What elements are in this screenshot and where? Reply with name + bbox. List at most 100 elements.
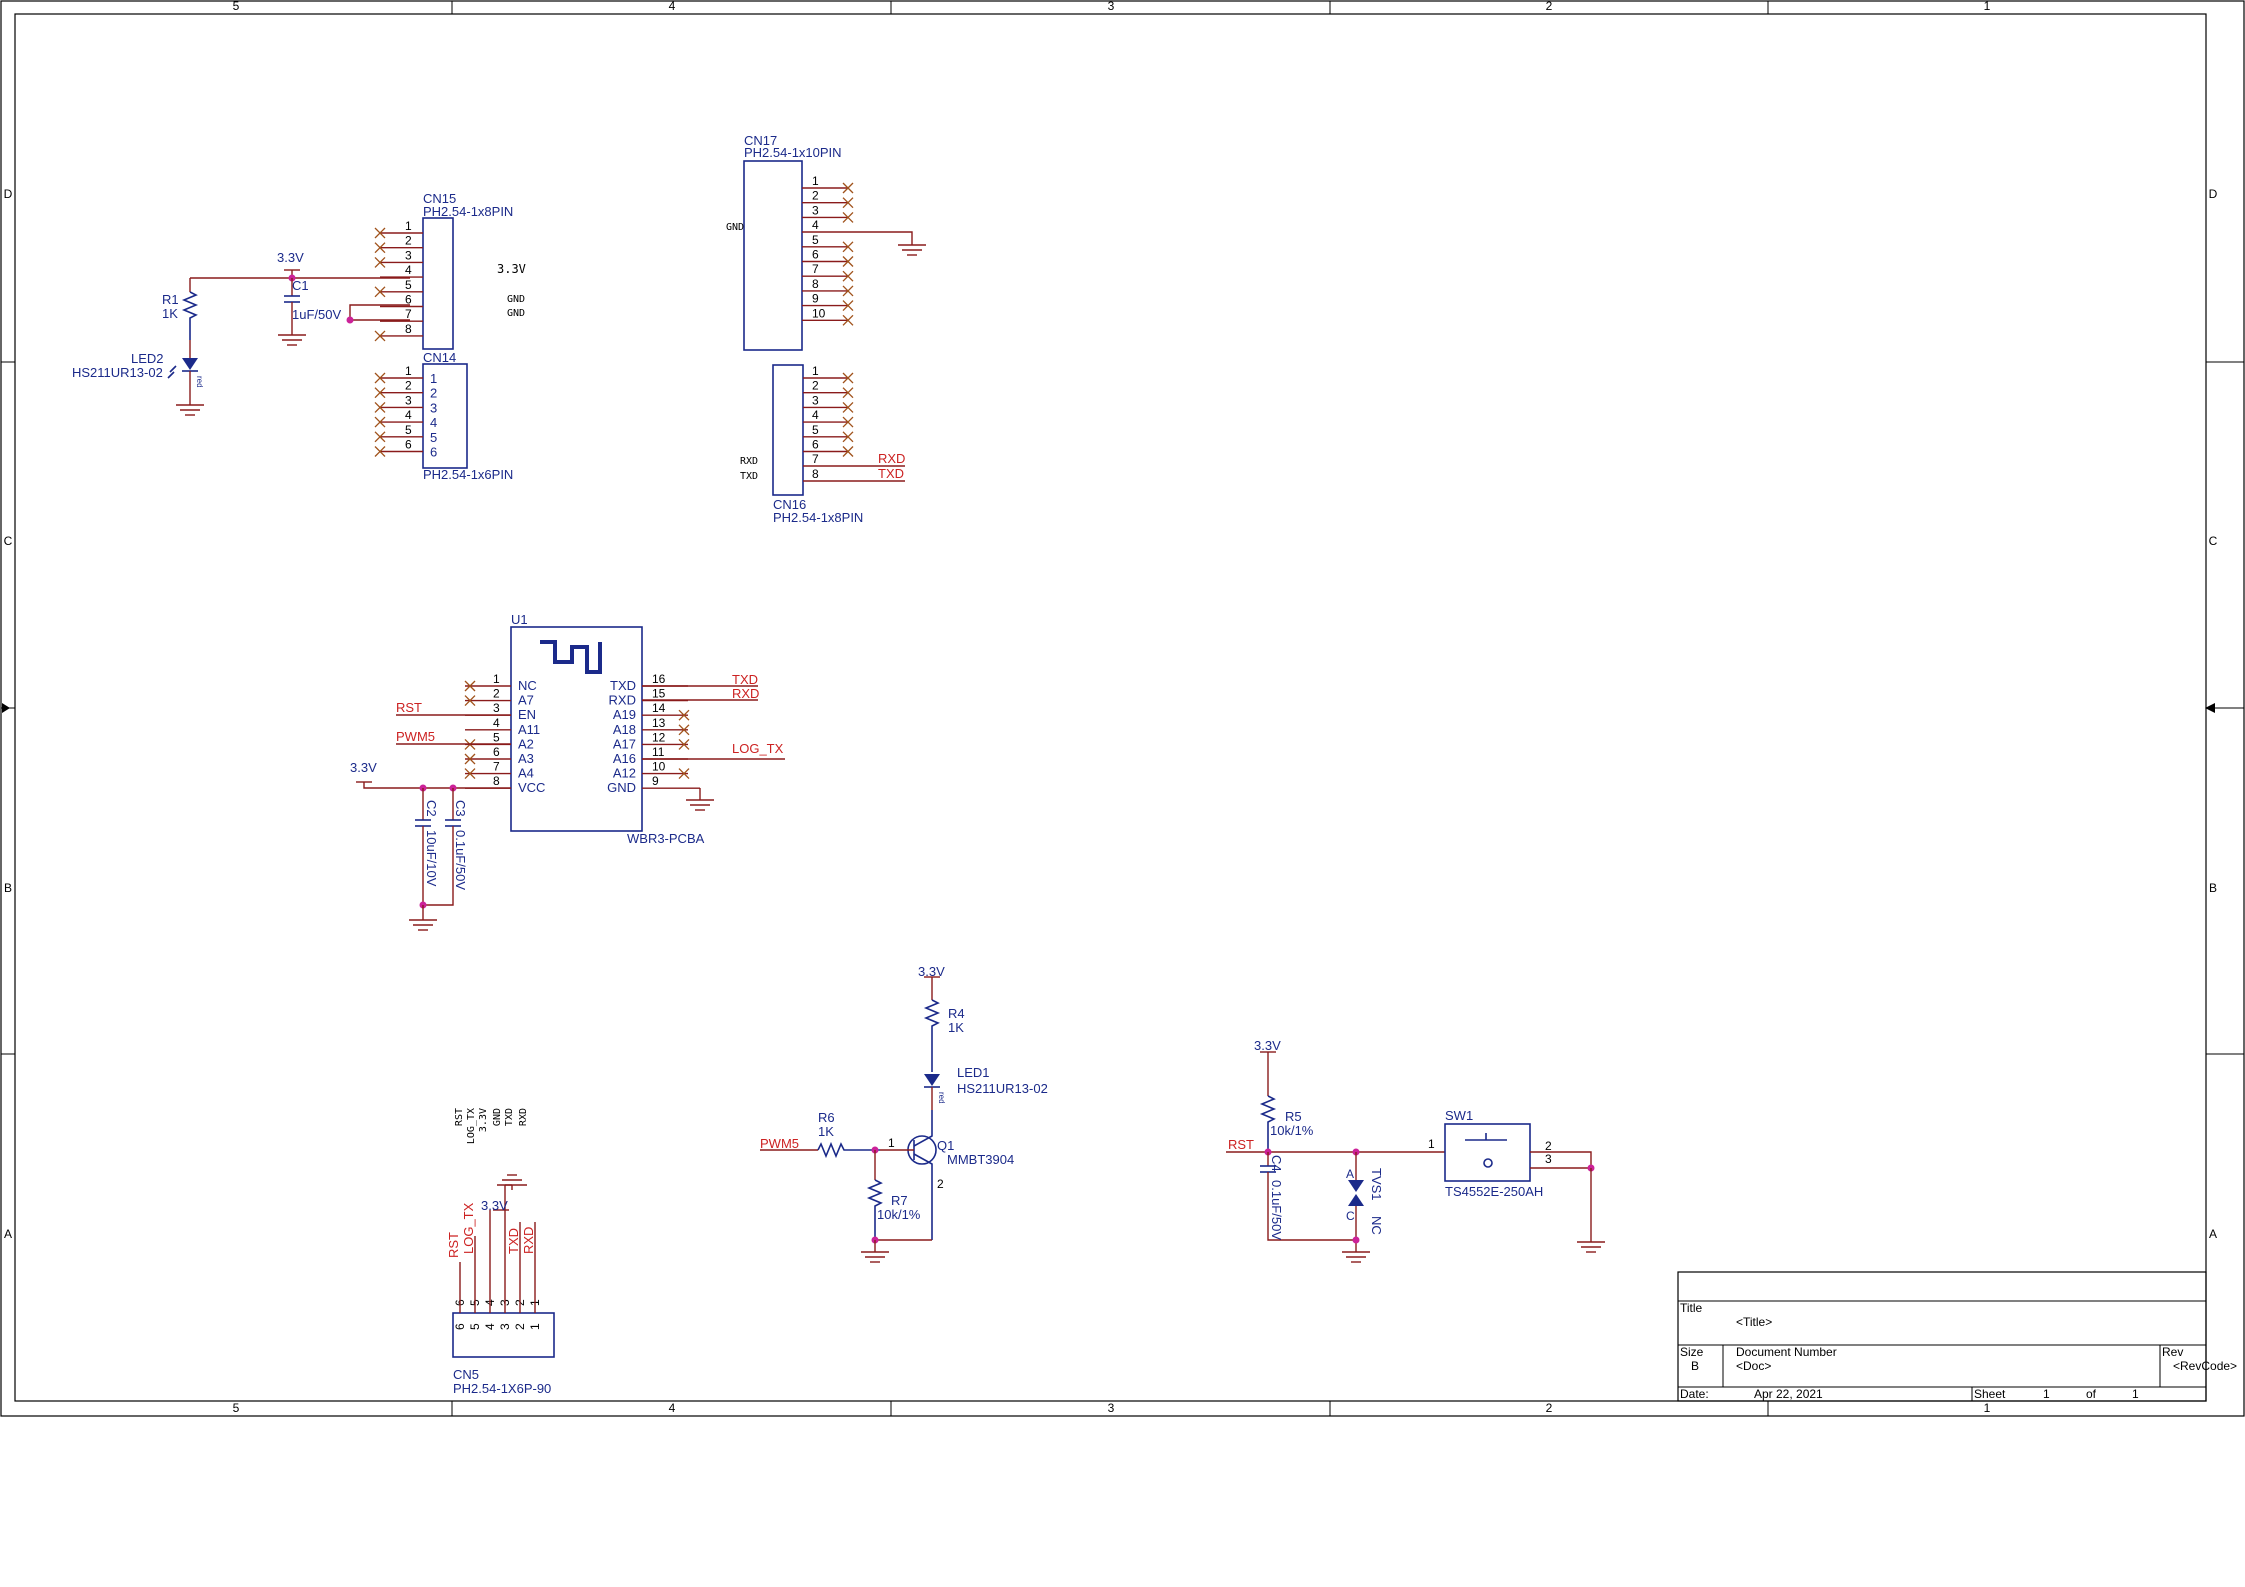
no-connect-marker bbox=[842, 197, 854, 209]
pin-number: 7 bbox=[493, 760, 500, 774]
sw1-pin: 3 bbox=[1545, 1152, 1552, 1166]
pin-number: 8 bbox=[812, 467, 819, 481]
r7-value: 10k/1% bbox=[877, 1207, 921, 1222]
pin-number: 7 bbox=[812, 262, 819, 276]
no-connect-marker bbox=[464, 680, 476, 692]
pin-number: 5 bbox=[405, 278, 412, 292]
pin-label: RXD bbox=[609, 693, 636, 708]
led1-driver-circuit: 3.3V R4 1K red LED1 HS211UR13-02 Q1 MMBT… bbox=[760, 964, 1048, 1263]
docnum-value: <Doc> bbox=[1736, 1359, 1771, 1373]
pin-label: A18 bbox=[613, 722, 636, 737]
pin-number: 4 bbox=[405, 408, 412, 422]
pin-number: 11 bbox=[652, 745, 665, 759]
pin-number: 7 bbox=[812, 452, 819, 466]
cn15-ref: CN15 bbox=[423, 191, 456, 206]
pin-number: 2 bbox=[405, 379, 412, 393]
frame-col-label: 4 bbox=[669, 1401, 676, 1415]
cn17-ref: CN17 bbox=[744, 133, 777, 148]
no-connect-marker bbox=[842, 300, 854, 312]
pin-label: A4 bbox=[518, 766, 534, 781]
no-connect-marker bbox=[374, 227, 386, 239]
ground-symbol bbox=[497, 1174, 527, 1186]
of-label: of bbox=[2086, 1387, 2097, 1401]
pin-label: NC bbox=[518, 678, 537, 693]
cn5-side-label: LOG_TX bbox=[466, 1108, 477, 1144]
pin-label: VCC bbox=[518, 780, 545, 795]
date-value: Apr 22, 2021 bbox=[1754, 1387, 1823, 1401]
r1-value: 1K bbox=[162, 306, 178, 321]
date-label: Date: bbox=[1680, 1387, 1709, 1401]
cn5-side-label: RXD bbox=[518, 1108, 529, 1126]
no-connect-marker bbox=[374, 387, 386, 399]
pin-number: 3 bbox=[812, 393, 819, 407]
pin-number: 4 bbox=[405, 263, 412, 277]
no-connect-marker bbox=[374, 431, 386, 443]
cn16-ref: CN16 bbox=[773, 497, 806, 512]
pin-number: 2 bbox=[405, 234, 412, 248]
pin-number: 9 bbox=[812, 292, 819, 306]
ground-symbol bbox=[1342, 1251, 1370, 1263]
sw1-pin: 1 bbox=[1428, 1137, 1435, 1151]
pin-number: 15 bbox=[652, 687, 666, 701]
net-rxd-label: RXD bbox=[732, 686, 759, 701]
ground-symbol bbox=[278, 334, 306, 346]
pin-label: A2 bbox=[518, 736, 534, 751]
pin-number: 3 bbox=[405, 248, 412, 262]
pin-number: 14 bbox=[652, 701, 666, 715]
pin-label: A7 bbox=[518, 693, 534, 708]
frame-col-label: 3 bbox=[1108, 1401, 1115, 1415]
net-3v3-label: 3.3V bbox=[481, 1198, 508, 1213]
cn15-side-label: GND bbox=[507, 294, 525, 305]
sheet-total: 1 bbox=[2132, 1387, 2139, 1401]
pin-number: 5 bbox=[493, 730, 500, 744]
sheet-label: Sheet bbox=[1974, 1387, 2006, 1401]
c4-value: 0.1uF/50V bbox=[1269, 1180, 1284, 1240]
sw1-pin: 2 bbox=[1545, 1139, 1552, 1153]
cn17-value: PH2.54-1x10PIN bbox=[744, 145, 842, 160]
no-connect-marker bbox=[464, 695, 476, 707]
pin-number: 1 bbox=[405, 364, 412, 378]
reset-circuit: 3.3V R5 10k/1% RST C4 0.1uF/50V A C TVS1… bbox=[1226, 1038, 1605, 1263]
sw1-value: TS4552E-250AH bbox=[1445, 1184, 1543, 1199]
net-rst-label: RST bbox=[396, 700, 422, 715]
cn5-side-label: RST bbox=[454, 1108, 465, 1126]
title-value: <Title> bbox=[1736, 1315, 1772, 1329]
no-connect-marker bbox=[374, 401, 386, 413]
cn5-ref: CN5 bbox=[453, 1367, 479, 1382]
cn5-side-label: 3.3V bbox=[478, 1108, 489, 1132]
q1-ref: Q1 bbox=[937, 1138, 954, 1153]
no-connect-marker bbox=[374, 242, 386, 254]
cn17-side-label: GND bbox=[726, 222, 744, 233]
net-label: LOG_TX bbox=[461, 1202, 476, 1254]
no-connect-marker bbox=[842, 314, 854, 326]
pin-label: A17 bbox=[613, 736, 636, 751]
net-txd-label: TXD bbox=[732, 672, 758, 687]
pin-number: 6 bbox=[405, 438, 412, 452]
frame-col-label: 2 bbox=[1546, 0, 1553, 13]
r4-ref: R4 bbox=[948, 1006, 965, 1021]
frame-col-label: 4 bbox=[669, 0, 676, 13]
r6-ref: R6 bbox=[818, 1110, 835, 1125]
pin-label: A19 bbox=[613, 707, 636, 722]
tvs1-value: NC bbox=[1369, 1216, 1384, 1235]
pin-number: 2 bbox=[812, 189, 819, 203]
cn15-side-label: GND bbox=[507, 308, 525, 319]
docnum-label: Document Number bbox=[1736, 1345, 1837, 1359]
pin-number: 8 bbox=[405, 322, 412, 336]
net-3v3-label: 3.3V bbox=[918, 964, 945, 979]
pin-number: 6 bbox=[453, 1323, 467, 1330]
cn14-ref: CN14 bbox=[423, 350, 456, 365]
pin-number: 2 bbox=[513, 1323, 527, 1330]
frame-col-label: 2 bbox=[1546, 1401, 1553, 1415]
r5-ref: R5 bbox=[1285, 1109, 1302, 1124]
r5-value: 10k/1% bbox=[1270, 1123, 1314, 1138]
r6-value: 1K bbox=[818, 1124, 834, 1139]
antenna-icon bbox=[540, 640, 602, 674]
pin-label: TXD bbox=[610, 678, 636, 693]
pin-number: 2 bbox=[812, 379, 819, 393]
pin-number: 2 bbox=[493, 687, 500, 701]
u1-decoupling: 3.3V C2 10uF/10V C3 0.1uF/50V bbox=[350, 760, 511, 931]
no-connect-marker bbox=[842, 285, 854, 297]
no-connect-marker bbox=[374, 286, 386, 298]
